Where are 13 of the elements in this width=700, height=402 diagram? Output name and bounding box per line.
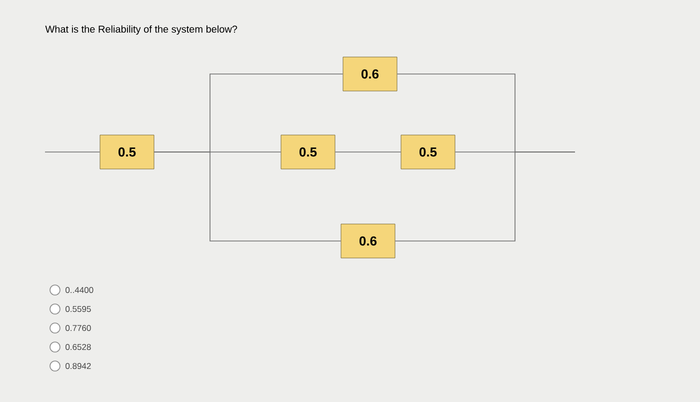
answer-option: 0.5595 [66,306,91,312]
answer-option: 0.7760 [66,325,91,331]
answer-option: 0.6528 [66,344,91,350]
component-box: 0.5 [280,134,336,170]
component-box: 0.5 [100,134,154,170]
answer-option: 0.8942 [66,363,91,369]
connector-line [394,152,576,242]
connector-line [154,152,342,242]
component-box: 0.6 [342,56,398,92]
question-text: What is the Reliability of the system below? [45,25,238,35]
component-box: 0.6 [340,224,396,258]
component-box: 0.5 [400,134,456,170]
answer-option: 0..4400 [66,287,94,293]
